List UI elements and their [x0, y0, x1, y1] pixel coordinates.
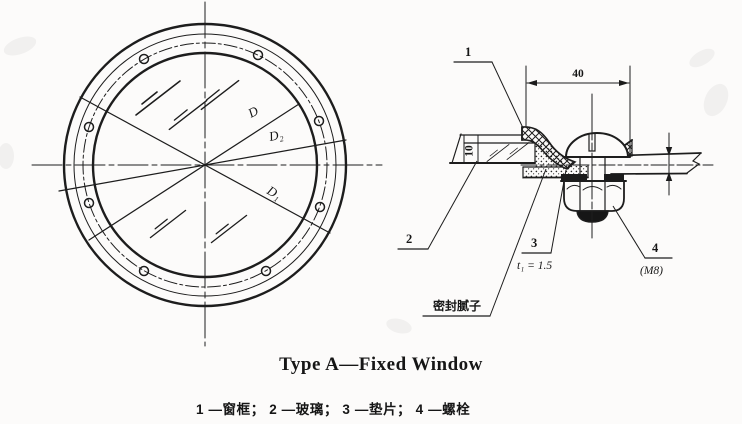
svg-text:1: 1 — [465, 45, 471, 59]
label-diameter-d: D — [244, 103, 261, 121]
scan-smudges — [0, 36, 729, 334]
section-view: 10 — [397, 45, 714, 317]
bolt-thread-value: (M8) — [640, 265, 663, 277]
svg-text:2: 2 — [406, 232, 412, 246]
bolt-assembly — [560, 93, 631, 239]
label-diameter-d2: D₂ — [267, 126, 285, 144]
washer-left — [561, 174, 587, 180]
callout-1-frame: 1 — [453, 45, 524, 129]
diameter-line-d — [88, 103, 300, 241]
washer-right — [604, 174, 624, 180]
glass-marks — [135, 79, 248, 244]
bolt-head — [564, 132, 630, 158]
parts-legend: 1 —窗框； 2 —玻璃； 3 —垫片； 4 —螺栓 — [196, 401, 470, 418]
sealing-putty-note: 密封腻子 — [422, 168, 547, 317]
svg-text:4: 4 — [652, 241, 659, 255]
diameter-line-d1 — [79, 96, 331, 234]
glass-thickness-dim: 10 — [464, 145, 476, 157]
figure-caption: Type A—Fixed Window — [279, 354, 483, 375]
hex-nut — [563, 180, 625, 212]
bolt-head-slot — [588, 133, 596, 152]
flange-width-dimension: 40 — [525, 65, 631, 153]
callout-3-gasket: 3 t₁ = 1.5 — [517, 169, 567, 272]
callout-2-glass: 2 — [397, 160, 478, 250]
svg-text:3: 3 — [531, 236, 537, 250]
front-view: D D₂ D₁ — [31, 1, 383, 347]
bolt-circle — [82, 42, 328, 288]
outer-rim-circle — [62, 22, 348, 308]
svg-text:密封腻子: 密封腻子 — [433, 298, 481, 313]
flange-width-value: 40 — [572, 68, 584, 80]
callout-4-bolt: 4 (M8) — [612, 205, 673, 277]
label-diameter-d1: D₁ — [264, 182, 284, 202]
gasket-thickness-value: t₁ = 1.5 — [517, 260, 552, 272]
diameter-lines — [58, 96, 347, 241]
plate-thickness-dim — [665, 132, 673, 196]
bolt-holes — [83, 49, 326, 277]
glass-opening-circle — [91, 51, 319, 279]
break-line — [686, 152, 702, 174]
glass-panel: 10 — [449, 133, 536, 164]
rim-inner-edge-circle — [73, 33, 337, 297]
diameter-line-d2 — [58, 139, 347, 192]
